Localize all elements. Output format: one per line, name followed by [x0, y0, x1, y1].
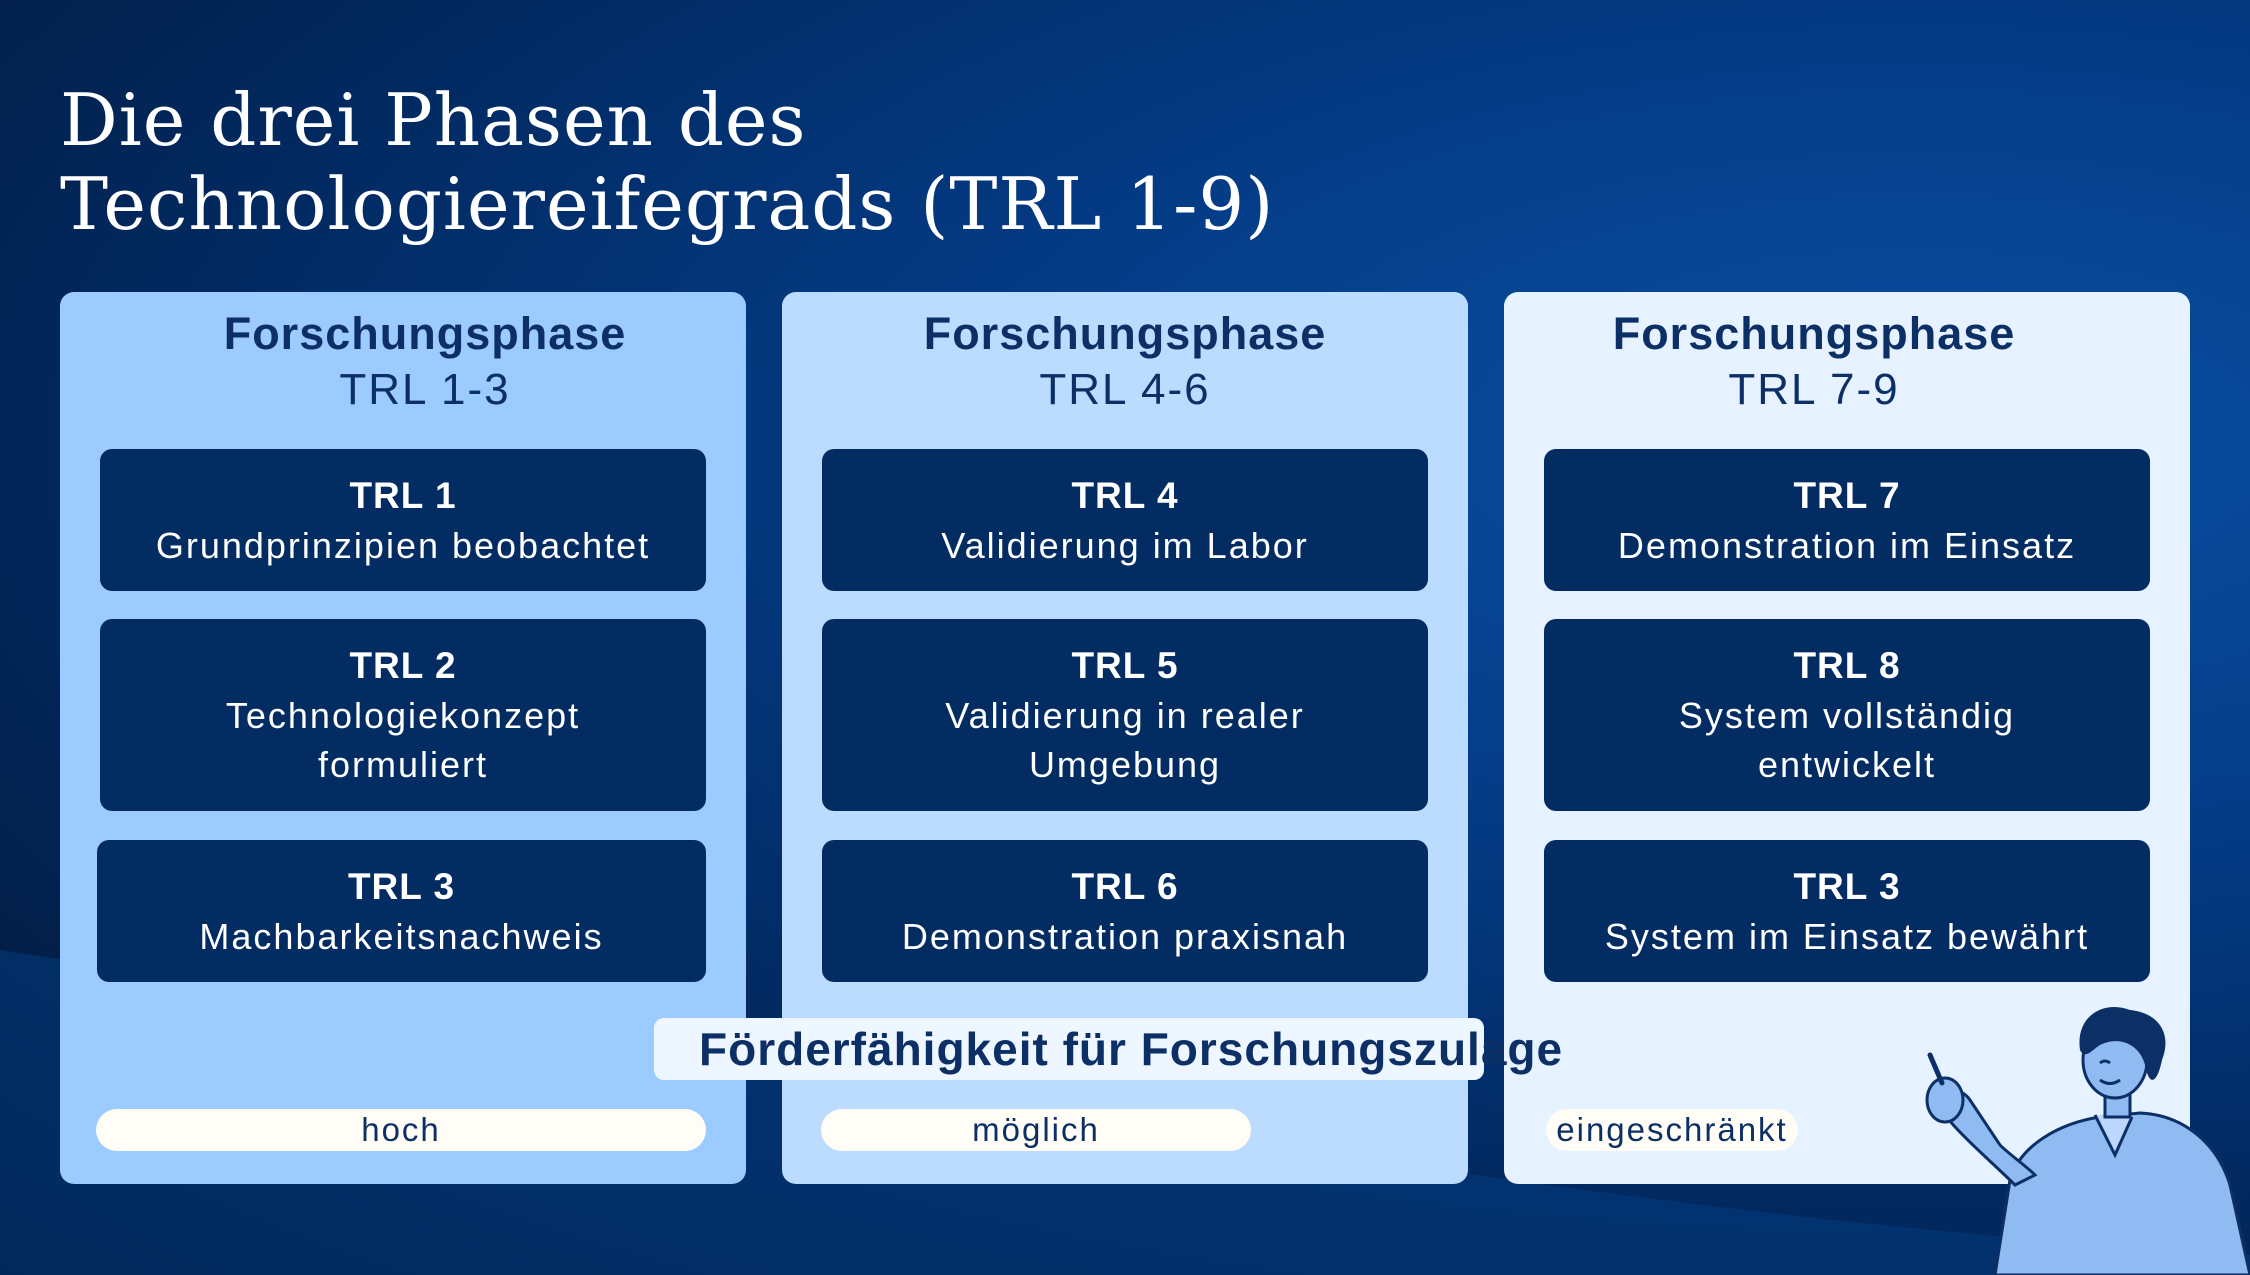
trl-card: TRL 6 Demonstration praxisnah: [822, 840, 1428, 982]
trl-card: TRL 4 Validierung im Labor: [822, 449, 1428, 591]
eligibility-badge: hoch: [96, 1109, 706, 1151]
trl-card: TRL 5 Validierung in realer Umgebung: [822, 619, 1428, 811]
page-title: Die drei Phasen des Technologiereifegrad…: [60, 78, 1274, 246]
person-pointing-illustration: [1925, 1006, 2250, 1275]
phase-panel-3: Forschungsphase TRL 7-9 TRL 7 Demonstrat…: [1504, 292, 2190, 1184]
trl-card: TRL 7 Demonstration im Einsatz: [1544, 449, 2150, 591]
trl-card: TRL 3 System im Einsatz bewährt: [1544, 840, 2150, 982]
phase-header-3: Forschungsphase TRL 7-9: [1554, 306, 2074, 418]
trl-label: TRL 3: [1793, 865, 1901, 907]
eligibility-badge: möglich: [821, 1109, 1251, 1151]
phase-name: Forschungsphase: [223, 308, 627, 359]
trl-description: Technologiekonzept formuliert: [225, 695, 581, 785]
trl-description: Validierung im Labor: [941, 524, 1309, 566]
phase-range: TRL 7-9: [1728, 365, 1900, 414]
trl-label: TRL 5: [1071, 645, 1179, 686]
trl-label: TRL 3: [347, 865, 456, 907]
phase-name: Forschungsphase: [1612, 308, 2016, 359]
phase-range: TRL 1-3: [339, 365, 511, 414]
phase-panel-1: Forschungsphase TRL 1-3 TRL 1 Grundprinz…: [60, 292, 746, 1184]
trl-description: Validierung in realer Umgebung: [945, 695, 1305, 785]
trl-label: TRL 6: [1071, 865, 1179, 907]
trl-label: TRL 2: [349, 645, 457, 686]
trl-description: Demonstration im Einsatz: [1617, 524, 2077, 566]
trl-description: System im Einsatz bewährt: [1604, 915, 2090, 957]
phase-range: TRL 4-6: [1039, 365, 1211, 414]
trl-card: TRL 1 Grundprinzipien beobachtet: [100, 449, 706, 591]
phase-name: Forschungsphase: [923, 308, 1327, 359]
trl-label: TRL 1: [349, 474, 457, 516]
trl-card: TRL 3 Machbarkeitsnachweis: [97, 840, 706, 982]
title-line-1: Die drei Phasen des: [60, 78, 807, 162]
eligibility-badge: eingeschränkt: [1546, 1109, 1798, 1151]
trl-card: TRL 8 System vollständig entwickelt: [1544, 619, 2150, 811]
trl-label: TRL 8: [1793, 645, 1901, 686]
trl-description: Demonstration praxisnah: [901, 915, 1349, 957]
trl-description: System vollständig entwickelt: [1678, 695, 2016, 785]
trl-card: TRL 2 Technologiekonzept formuliert: [100, 619, 706, 811]
title-line-2: Technologiereifegrads (TRL 1-9): [60, 162, 1275, 246]
trl-label: TRL 7: [1793, 474, 1901, 516]
eligibility-heading: Förderfähigkeit für Forschungszulage: [654, 1018, 1562, 1080]
trl-label: TRL 4: [1071, 474, 1179, 516]
trl-description: Machbarkeitsnachweis: [199, 915, 604, 957]
phase-header-1: Forschungsphase TRL 1-3: [150, 306, 700, 418]
phase-header-2: Forschungsphase TRL 4-6: [860, 306, 1390, 418]
trl-description: Grundprinzipien beobachtet: [155, 524, 651, 566]
